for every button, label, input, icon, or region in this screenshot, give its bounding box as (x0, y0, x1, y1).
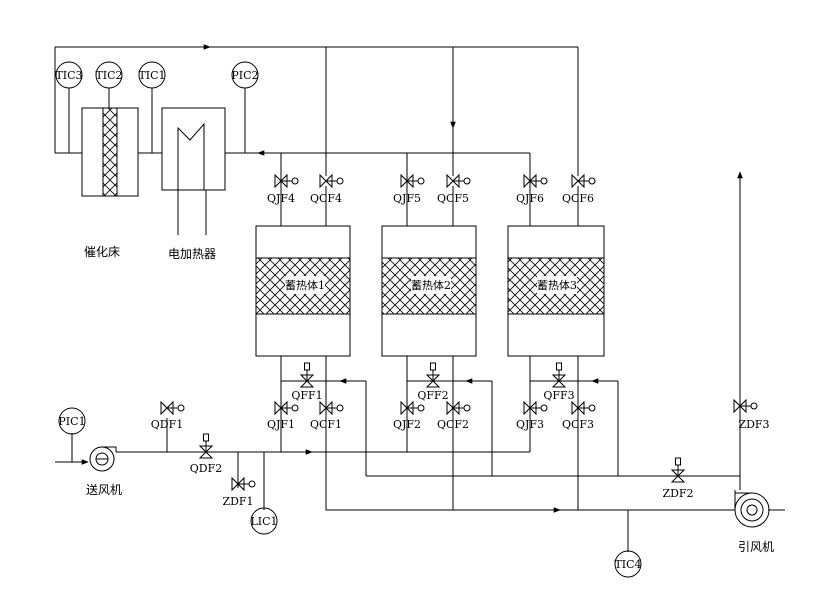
qjf4-label: QJF4 (267, 192, 295, 205)
qjf1-valve[interactable]: QJF1 (267, 400, 299, 431)
lic1-label: LIC1 (250, 515, 277, 528)
qjf2-label: QJF2 (393, 418, 421, 431)
zdf1-valve[interactable]: ZDF1 (222, 476, 256, 508)
valve-actuator-icon (463, 177, 471, 185)
valve-actuator-icon (556, 362, 562, 371)
zdf3-label: ZDF3 (738, 418, 769, 431)
qff3-valve[interactable]: QFF3 (543, 362, 575, 402)
qcf2-label: QCF2 (437, 418, 469, 431)
qdf2-valve[interactable]: QDF2 (190, 433, 222, 475)
qcf5-valve[interactable]: QCF5 (437, 173, 471, 205)
tic2-label: TIC2 (95, 69, 122, 82)
valve-actuator-icon (588, 177, 596, 185)
valve-actuator-icon (291, 177, 299, 185)
zdf2-valve[interactable]: ZDF2 (662, 457, 694, 500)
instruments: TIC3 TIC2 TIC1 PIC2 PIC1 LIC1 TIC4 (55, 61, 642, 578)
valve-actuator-icon (417, 404, 425, 412)
qdf1-valve[interactable]: QDF1 (151, 400, 185, 431)
qcf3-label: QCF3 (562, 418, 594, 431)
tic2-instrument[interactable]: TIC2 (95, 61, 123, 89)
qdf1-label: QDF1 (151, 418, 183, 431)
qcf5-label: QCF5 (437, 192, 469, 205)
regenerator-1-label: 蓄热体1 (285, 278, 325, 292)
valve-actuator-icon (463, 404, 471, 412)
valve-actuator-icon (336, 404, 344, 412)
catalytic-bed: 催化床 (81, 107, 139, 259)
tic1-instrument[interactable]: TIC1 (138, 61, 166, 89)
pic1-instrument[interactable]: PIC1 (58, 407, 86, 435)
qff2-label: QFF2 (417, 389, 448, 402)
regenerator-2-label: 蓄热体2 (411, 278, 451, 292)
tic3-instrument[interactable]: TIC3 (55, 61, 83, 89)
qjf4-valve[interactable]: QJF4 (267, 173, 299, 205)
qcf2-valve[interactable]: QCF2 (437, 400, 471, 431)
electric-heater-label: 电加热器 (168, 247, 216, 261)
qjf5-label: QJF5 (393, 192, 421, 205)
valve-actuator-icon (750, 402, 758, 410)
catalytic-bed-label: 催化床 (84, 245, 120, 259)
regenerator-1: 蓄热体1 (255, 225, 351, 357)
tic1-label: TIC1 (138, 69, 165, 82)
valve-actuator-icon (203, 433, 209, 442)
valve-actuator-icon (336, 177, 344, 185)
qff1-label: QFF1 (291, 389, 322, 402)
qdf2-label: QDF2 (190, 462, 222, 475)
valve-actuator-icon (430, 362, 436, 371)
qcf3-valve[interactable]: QCF3 (562, 400, 596, 431)
supply-fan[interactable]: 送风机 (86, 446, 122, 497)
qjf5-valve[interactable]: QJF5 (393, 173, 425, 205)
qff3-label: QFF3 (543, 389, 574, 402)
qjf3-label: QJF3 (516, 418, 544, 431)
induced-fan[interactable]: 引风机 (734, 490, 774, 554)
tic4-instrument[interactable]: TIC4 (614, 550, 642, 578)
valve-actuator-icon (675, 457, 681, 466)
qcf4-label: QCF4 (310, 192, 342, 205)
valve-actuator-icon (177, 404, 185, 412)
qff2-valve[interactable]: QFF2 (417, 362, 449, 402)
zdf3-valve[interactable]: ZDF3 (733, 398, 770, 431)
zdf2-label: ZDF2 (662, 487, 693, 500)
qcf4-valve[interactable]: QCF4 (310, 173, 344, 205)
zdf1-label: ZDF1 (222, 495, 253, 508)
qjf1-label: QJF1 (267, 418, 295, 431)
regenerator-2: 蓄热体2 (381, 225, 477, 357)
qcf1-label: QCF1 (310, 418, 342, 431)
regenerator-3: 蓄热体3 (507, 225, 605, 357)
valve-actuator-icon (291, 404, 299, 412)
pic1-label: PIC1 (58, 415, 85, 428)
qcf1-valve[interactable]: QCF1 (310, 400, 344, 431)
qjf6-label: QJF6 (516, 192, 544, 205)
qjf2-valve[interactable]: QJF2 (393, 400, 425, 431)
induced-fan-label: 引风机 (738, 540, 774, 554)
heater-coil-icon (177, 122, 205, 190)
pic2-label: PIC2 (231, 69, 258, 82)
qcf6-valve[interactable]: QCF6 (562, 173, 596, 205)
valve-actuator-icon (540, 404, 548, 412)
valve-actuator-icon (248, 480, 256, 488)
qcf6-label: QCF6 (562, 192, 594, 205)
pic2-instrument[interactable]: PIC2 (231, 61, 259, 89)
qff1-valve[interactable]: QFF1 (291, 362, 323, 402)
electric-heater: 电加热器 (161, 107, 226, 261)
supply-fan-label: 送风机 (86, 482, 122, 497)
qjf3-valve[interactable]: QJF3 (516, 400, 548, 431)
qjf6-valve[interactable]: QJF6 (516, 173, 548, 205)
regenerator-3-label: 蓄热体3 (537, 278, 577, 292)
valve-actuator-icon (540, 177, 548, 185)
lic1-instrument[interactable]: LIC1 (250, 507, 278, 535)
tic3-label: TIC3 (55, 69, 82, 82)
valve-actuator-icon (304, 362, 310, 371)
valve-actuator-icon (417, 177, 425, 185)
tic4-label: TIC4 (614, 558, 641, 571)
valve-actuator-icon (588, 404, 596, 412)
